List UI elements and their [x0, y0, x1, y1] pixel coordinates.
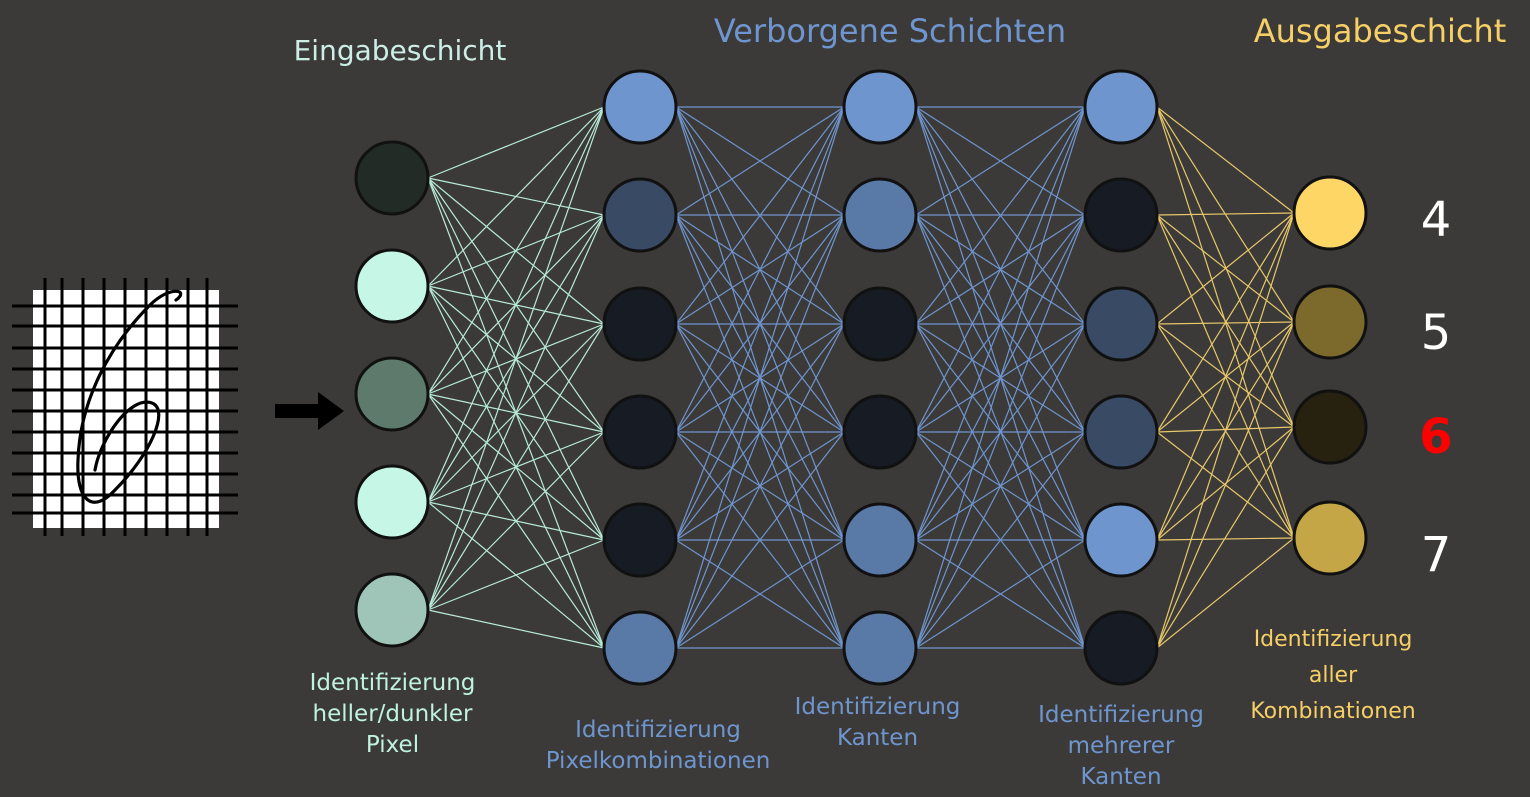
hidden3-neuron [1083, 394, 1159, 470]
connection-edge [1156, 212, 1295, 325]
hidden3-neuron [1083, 286, 1159, 362]
hidden1-neuron [602, 69, 678, 145]
description-line: Kombinationen [1250, 699, 1416, 724]
description-line: Identifizierung [794, 694, 961, 720]
connection-edge [427, 539, 605, 611]
connection-edge [427, 106, 605, 503]
handwritten-digit-grid-icon [12, 278, 238, 536]
connection-edge [1156, 106, 1295, 214]
connection-edge [915, 106, 1086, 216]
connection-edge [915, 431, 1086, 649]
output-digit-label: 4 [1420, 192, 1452, 248]
hidden2-neuron [842, 177, 918, 253]
description-line: Identifizierung [1038, 702, 1204, 728]
connection-edge [675, 323, 845, 649]
output-digit-label: 5 [1420, 305, 1452, 361]
hidden1-neuron [602, 177, 678, 253]
connection-edge [675, 214, 845, 649]
connection-edge [915, 539, 1086, 649]
input-neuron [354, 140, 430, 216]
hidden2-neuron [842, 610, 918, 686]
hidden3-neuron [1083, 610, 1159, 686]
arrow-right-icon [275, 392, 344, 430]
hidden-layers-title: Verborgene Schichten [713, 12, 1067, 50]
hidden1-neuron [602, 394, 678, 470]
connection-edge [1156, 426, 1295, 649]
input-neuron [354, 248, 430, 324]
input-layer-description: Identifizierung heller/dunkler Pixel [270, 668, 515, 761]
connection-edge [427, 106, 605, 395]
hidden2-neuron [842, 502, 918, 578]
description-line: Identifizierung [1253, 627, 1413, 652]
connection-edge [915, 106, 1086, 541]
nodes [354, 69, 1368, 686]
hidden3-neuron [1083, 502, 1159, 578]
input-neuron [354, 464, 430, 540]
description-line: Kanten [1080, 764, 1162, 790]
description-line: aller [1308, 663, 1358, 688]
connection-edge [1156, 212, 1295, 649]
description-line: Identifizierung [309, 670, 476, 696]
connection-edge [427, 106, 605, 179]
hidden1-neuron [602, 502, 678, 578]
connection-edge [427, 431, 605, 611]
input-neuron [354, 356, 430, 432]
description-line: Pixel [365, 732, 420, 758]
hidden3-neuron [1083, 69, 1159, 145]
output-neuron [1292, 284, 1368, 360]
connection-edge [427, 609, 605, 649]
connection-edge [915, 106, 1086, 433]
connection-edge [427, 323, 605, 611]
connection-edge [915, 106, 1086, 649]
connection-edge [675, 431, 845, 649]
connection-edge [915, 323, 1086, 649]
connection-edge [1156, 212, 1295, 216]
connection-edge [1156, 214, 1295, 428]
output-layer-title: Ausgabeschicht [1253, 12, 1507, 50]
description-line: mehrerer [1067, 733, 1175, 759]
output-layer-description: Identifizierung aller Kombinationen [1230, 622, 1436, 730]
hidden2-neuron [842, 286, 918, 362]
hidden-layer-2-description: Identifizierung Kanten [770, 692, 985, 754]
connection-edge [675, 539, 845, 649]
output-digit-label: 7 [1420, 527, 1452, 583]
hidden-layer-1-description: Identifizierung Pixelkombinationen [510, 715, 806, 777]
description-line: heller/dunkler [312, 701, 473, 727]
connection-edge [1156, 537, 1295, 541]
input-layer-title: Eingabeschicht [293, 34, 507, 67]
hidden3-neuron [1083, 177, 1159, 253]
connection-edge [1156, 212, 1295, 541]
connection-edge [1156, 106, 1295, 428]
connection-edge [675, 106, 845, 649]
connection-edge [427, 106, 605, 611]
hidden2-neuron [842, 69, 918, 145]
connection-edge [675, 106, 845, 541]
description-line: Kanten [836, 725, 919, 751]
hidden1-neuron [602, 286, 678, 362]
connection-edge [1156, 321, 1295, 649]
description-line: Pixelkombinationen [545, 748, 771, 774]
connection-edge [915, 106, 1086, 325]
connection-edge [675, 106, 845, 433]
connection-edge [915, 214, 1086, 649]
output-neuron [1292, 175, 1368, 251]
connection-edge [427, 214, 605, 611]
connection-edge [675, 106, 845, 216]
hidden1-neuron [602, 610, 678, 686]
input-neuron [354, 572, 430, 648]
connections [427, 106, 1295, 649]
connection-edge [1156, 212, 1295, 433]
output-digit-label-highlighted: 6 [1419, 409, 1453, 465]
description-line: Identifizierung [575, 717, 741, 743]
output-neuron [1292, 389, 1368, 465]
output-neuron [1292, 500, 1368, 576]
hidden-layer-3-description: Identifizierung mehrerer Kanten [1010, 700, 1232, 793]
connection-edge [1156, 537, 1295, 649]
hidden2-neuron [842, 394, 918, 470]
connection-edge [427, 106, 605, 287]
connection-edge [675, 106, 845, 325]
